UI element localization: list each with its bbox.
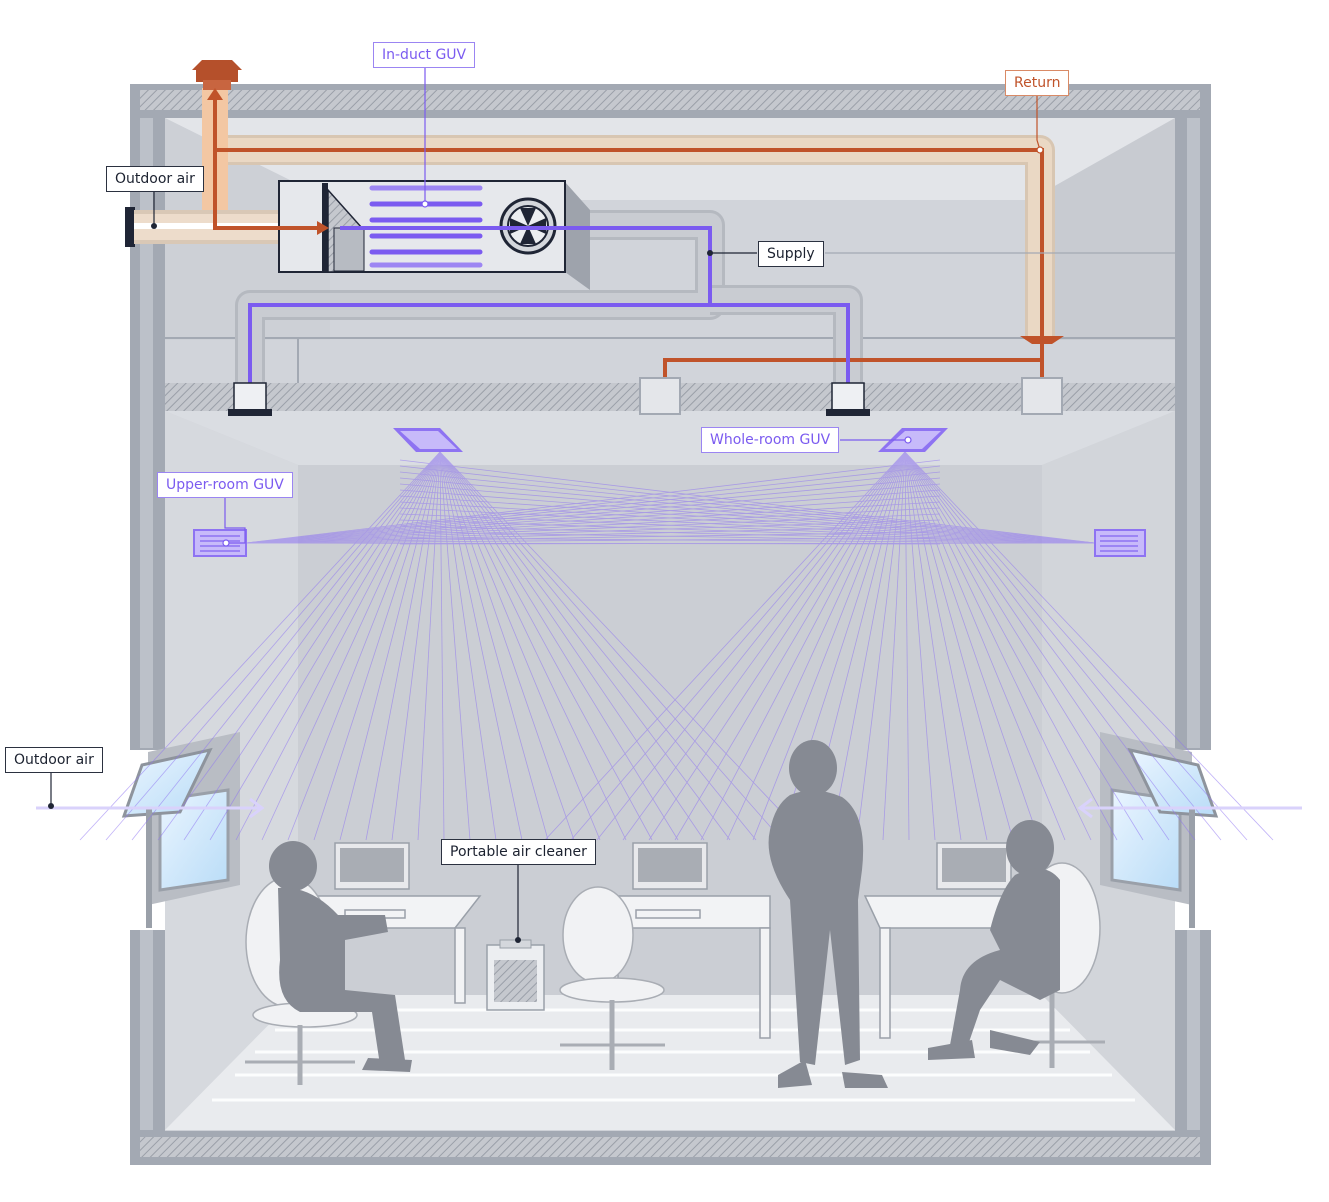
uv-ray <box>245 513 941 544</box>
uv-ray <box>245 531 941 544</box>
uv-ray <box>439 451 757 841</box>
people <box>269 740 1060 1088</box>
uv-ray <box>245 477 941 544</box>
outdoor-air-window-label: Outdoor air <box>5 747 103 773</box>
return-grilles <box>639 336 1064 415</box>
uv-ray <box>399 477 1096 544</box>
uv-ray <box>439 451 679 841</box>
uv-ray <box>245 495 941 544</box>
uv-ray <box>439 451 783 841</box>
callout-leaders <box>48 66 1175 943</box>
uv-ray <box>904 451 910 841</box>
supply-label: Supply <box>758 241 824 267</box>
uv-ray <box>245 525 941 544</box>
uv-ray <box>882 451 906 841</box>
uv-light-rays <box>79 451 1274 841</box>
uv-ray <box>131 451 441 841</box>
supply-diffusers <box>228 382 870 416</box>
uv-ray <box>79 451 441 841</box>
uv-ray <box>830 451 906 841</box>
uv-ray <box>287 451 441 841</box>
uv-ray <box>904 451 1248 841</box>
uv-ray <box>391 451 441 841</box>
uv-ray <box>399 501 1096 544</box>
uv-ray <box>904 451 936 841</box>
uv-ray <box>904 451 1040 841</box>
portable-air-cleaner <box>486 939 545 1011</box>
uv-ray <box>439 451 523 841</box>
uv-ray <box>399 531 1096 544</box>
uv-ray <box>904 451 1144 841</box>
outdoor-air-top-label: Outdoor air <box>106 166 204 192</box>
uv-ray <box>439 451 471 841</box>
uv-ray <box>235 451 441 841</box>
uv-ray <box>648 451 906 841</box>
uv-ray <box>439 451 731 841</box>
uv-ray <box>904 451 1014 841</box>
uv-ray <box>399 495 1096 544</box>
upper-room-guv-fixtures <box>193 529 1146 557</box>
uv-ray <box>904 451 1092 841</box>
whole-room-guv-fixtures <box>393 428 948 452</box>
uv-ray <box>245 459 941 544</box>
uv-ray <box>904 451 988 841</box>
upper-room-guv-label: Upper-room GUV <box>157 472 293 498</box>
uv-ray <box>245 537 941 544</box>
exhaust-cap <box>192 60 242 90</box>
uv-ray <box>157 451 441 841</box>
uv-ray <box>399 537 1096 544</box>
uv-ray <box>339 451 441 841</box>
left-window <box>121 732 240 928</box>
uv-ray <box>399 459 1096 544</box>
uv-ray <box>245 501 941 544</box>
return-label: Return <box>1005 70 1070 96</box>
window-airflow-arrows <box>36 797 1302 819</box>
uv-ray <box>570 451 906 841</box>
uv-ray <box>904 451 1170 841</box>
uv-ray <box>904 451 962 841</box>
uv-ray <box>439 451 653 841</box>
uv-ray <box>399 507 1096 544</box>
person-seated-right <box>928 820 1060 1060</box>
uv-ray <box>313 451 441 841</box>
uv-ray <box>439 451 497 841</box>
uv-ray <box>904 451 1118 841</box>
uv-ray <box>399 519 1096 544</box>
uv-ray <box>245 519 941 544</box>
uv-ray <box>105 451 441 841</box>
uv-ray <box>245 471 941 544</box>
whole-room-guv-label: Whole-room GUV <box>701 427 840 453</box>
in-duct-guv-label: In-duct GUV <box>373 42 476 68</box>
uv-ray <box>904 451 1274 841</box>
uv-ray <box>399 489 1096 544</box>
uv-ray <box>245 507 941 544</box>
portable-air-cleaner-label: Portable air cleaner <box>441 839 596 865</box>
person-standing <box>768 740 888 1088</box>
uv-ray <box>209 451 441 841</box>
uv-ray <box>399 542 1096 545</box>
person-seated-left <box>269 841 412 1072</box>
uv-ray <box>856 451 906 841</box>
uv-ray <box>904 451 1066 841</box>
uv-ray <box>399 471 1096 544</box>
uv-ray <box>439 451 445 841</box>
uv-ray <box>904 451 1222 841</box>
uv-ray <box>417 451 441 841</box>
uv-ray <box>365 451 441 841</box>
uv-ray <box>596 451 906 841</box>
uv-ray <box>904 451 1196 841</box>
uv-ray <box>261 451 441 841</box>
uv-ray <box>245 489 941 544</box>
desks-and-computers <box>298 842 1042 1039</box>
uv-ray <box>183 451 441 841</box>
uv-ray <box>544 451 906 841</box>
uv-ray <box>399 525 1096 544</box>
uv-ray <box>399 513 1096 544</box>
right-window <box>1100 732 1219 928</box>
